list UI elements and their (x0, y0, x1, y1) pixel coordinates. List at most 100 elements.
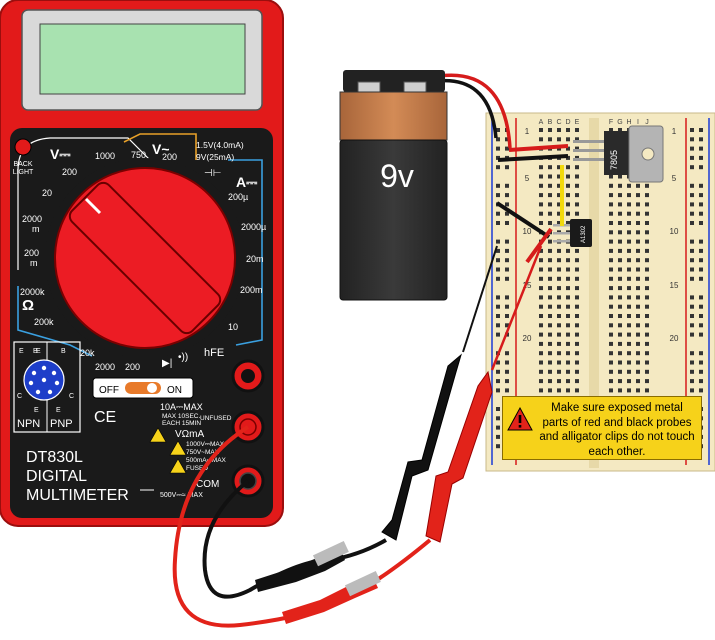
breadboard-hole (575, 155, 579, 160)
rail-hole (505, 314, 509, 318)
breadboard-hole (548, 341, 552, 346)
power-switch[interactable]: OFF ON (92, 377, 194, 399)
red-probe-body[interactable] (425, 370, 493, 543)
breadboard-hole (609, 239, 613, 244)
black-probe-body[interactable] (381, 353, 462, 541)
breadboard-hole (557, 295, 561, 300)
breadboard-hole (557, 183, 561, 188)
regulator-lead (573, 158, 605, 161)
breadboard-hole (636, 276, 640, 281)
breadboard-hole (645, 221, 649, 225)
dial-pointer (68, 181, 222, 335)
rail-hole (496, 165, 500, 170)
rail-hole (505, 379, 509, 384)
breadboard-hole (636, 360, 640, 365)
breadboard-hole (645, 304, 649, 309)
breadboard-hole (609, 304, 613, 309)
breadboard-hole (548, 276, 552, 281)
dial-indicator-line (84, 197, 102, 215)
breadboard-hole (609, 276, 613, 281)
selector-dial[interactable] (45, 158, 245, 358)
breadboard-hole (548, 258, 552, 263)
rail-hole (690, 267, 694, 272)
breadboard-hole (575, 202, 579, 207)
breadboard-hole (609, 221, 613, 225)
rail-hole (496, 221, 500, 225)
breadboard-hole (609, 230, 613, 235)
breadboard-hole (645, 286, 649, 291)
breadboard-hole (557, 304, 561, 309)
row-number: 5 (525, 174, 530, 183)
breadboard-hole (557, 351, 561, 356)
column-letter: H (626, 119, 631, 126)
rail-hole (690, 193, 694, 198)
battery-test-2: 9V(25mA) (196, 152, 234, 162)
breadboard-hole (609, 314, 613, 318)
socket-pin (28, 380, 34, 386)
rail-hole (496, 444, 500, 449)
rail-hole (690, 276, 694, 281)
breadboard-hole (636, 202, 640, 207)
breadboard-hole (575, 146, 579, 151)
breadboard-hole (557, 221, 561, 225)
breadboard-hole (618, 258, 622, 263)
breadboard-hole (539, 211, 543, 216)
breadboard-hole (645, 323, 649, 328)
jumper-red-top (508, 144, 569, 152)
breadboard-hole (618, 314, 622, 318)
breadboard-hole (575, 323, 579, 328)
ce-mark: CE (94, 409, 116, 426)
breadboard-hole (539, 165, 543, 170)
vohm-note: 500mA⎓MAX (186, 457, 227, 464)
backlight-button[interactable] (14, 138, 32, 156)
rail-hole (699, 314, 703, 318)
rail-hole (496, 267, 500, 272)
rail-hole (505, 165, 509, 170)
breadboard-hole (636, 295, 640, 300)
breadboard-hole (575, 183, 579, 188)
rail-hole (496, 258, 500, 263)
breadboard-hole (645, 230, 649, 235)
rail-hole (505, 202, 509, 207)
breadboard-hole (539, 286, 543, 291)
breadboard-hole (539, 174, 543, 179)
jack-10a-label: 10A⎓MAX (160, 402, 203, 412)
breadboard-hole (636, 239, 640, 244)
breadboard-hole (539, 258, 543, 263)
breadboard-hole (618, 369, 622, 374)
dca-range-outline (228, 159, 263, 346)
warning-text: Make sure exposed metal parts of red and… (539, 402, 695, 458)
rail-hole (496, 211, 500, 216)
breadboard-hole (645, 193, 649, 198)
breadboard-hole (557, 369, 561, 374)
breadboard-hole (566, 193, 570, 198)
warning-box: Make sure exposed metal parts of red and… (502, 396, 702, 460)
breadboard-hole (618, 295, 622, 300)
jack-10a-hole (241, 369, 255, 383)
range-label: 200 (24, 248, 39, 258)
breadboard-hole (557, 193, 561, 198)
rail-hole (690, 388, 694, 393)
breadboard-hole (636, 388, 640, 393)
breadboard-hole (627, 230, 631, 235)
rail-hole (505, 193, 509, 198)
breadboard-hole (609, 388, 613, 393)
breadboard-hole (618, 267, 622, 272)
jack-10a-note-2: EACH 15MIN (162, 420, 201, 427)
breadboard-hole (645, 211, 649, 216)
rail-hole (699, 183, 703, 188)
jumper-black-top (497, 154, 569, 162)
breadboard-hole (548, 211, 552, 216)
column-letter: A (539, 119, 544, 126)
breadboard-hole (627, 351, 631, 356)
hfe-socket: E B C E B C E E NPN PNP (13, 341, 81, 433)
battery-9v: 9v (339, 70, 512, 301)
breadboard-hole (575, 174, 579, 179)
breadboard-hole (618, 183, 622, 188)
row-number: 1 (672, 127, 677, 136)
ohm-range-outline (17, 286, 93, 357)
breadboard-hole (575, 211, 579, 216)
breadboard-hole (618, 239, 622, 244)
breadboard-hole (566, 341, 570, 346)
diode-icon: ▶| (162, 358, 172, 369)
